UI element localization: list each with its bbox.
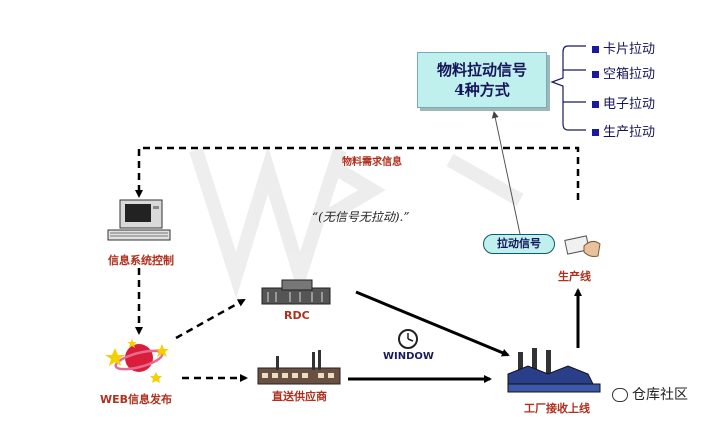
bullet-icon (592, 71, 599, 78)
web-planet-icon (105, 338, 169, 383)
clock-icon (398, 329, 418, 349)
production-line-label: 生产线 (558, 270, 591, 283)
watermark: 仓库社区 (612, 384, 688, 404)
pull-signal-badge: 拉动信号 (483, 234, 555, 254)
window-label: WINDOW (383, 351, 434, 362)
rdc-building-icon (261, 279, 331, 305)
factory-receiving-label: 工厂接收上线 (524, 402, 590, 415)
computer-icon (107, 199, 171, 241)
bullet-icon (592, 46, 599, 53)
material-pull-signal-box: 物料拉动信号 4种方式 (417, 52, 547, 108)
signal-box-subtitle: 4种方式 (454, 81, 510, 99)
bullet-icon (592, 129, 599, 136)
method-card-pull: 卡片拉动 (592, 38, 655, 57)
watermark-text: 仓库社区 (632, 387, 688, 403)
method-production-pull: 生产拉动 (592, 121, 655, 140)
info-system-label: 信息系统控制 (108, 254, 174, 267)
no-signal-quote: “(无信号无拉动).” (312, 210, 410, 224)
direct-supplier-label: 直送供应商 (272, 390, 327, 403)
bullet-icon (592, 101, 599, 108)
background-watermark (189, 145, 524, 299)
method-electronic-pull: 电子拉动 (592, 93, 655, 112)
methods-bracket (550, 45, 586, 131)
material-demand-label: 物料需求信息 (342, 157, 402, 168)
receiving-factory-icon (507, 348, 601, 393)
signal-box-title: 物料拉动信号 (436, 61, 527, 79)
web-publish-label: WEB信息发布 (100, 393, 173, 406)
card-hand-icon (564, 235, 601, 257)
pull-signal-arrow (491, 111, 521, 235)
wechat-icon (612, 388, 628, 402)
rdc-label: RDC (284, 309, 310, 322)
method-empty-box-pull: 空箱拉动 (592, 63, 655, 82)
material-demand-loop (135, 146, 580, 200)
supplier-factory-icon (257, 350, 341, 385)
